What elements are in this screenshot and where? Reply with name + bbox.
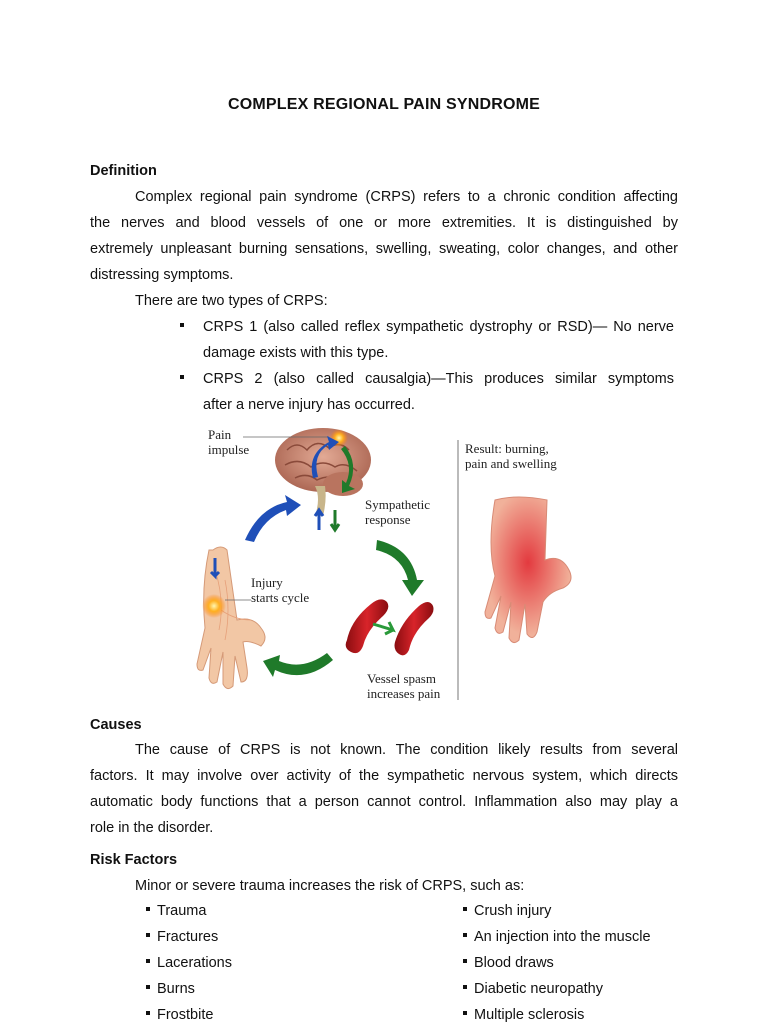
list-item: Fractures	[146, 924, 232, 950]
risk-factors-right-list: Crush injury An injection into the muscl…	[463, 898, 651, 1028]
vessel-spasm-label: Vessel spasm increases pain	[367, 671, 441, 701]
causes-line-2: factors. It may involve over activity of…	[90, 768, 678, 784]
risk-factors-intro: Minor or severe trauma increases the ris…	[135, 878, 525, 894]
bullet-icon	[180, 375, 184, 380]
blue-arrow-icon	[209, 558, 221, 580]
causes-line-4: role in the disorder.	[90, 820, 214, 836]
list-item: Trauma	[146, 898, 232, 924]
result-label: Result: burning, pain and swelling	[465, 441, 557, 471]
brain-illustration	[275, 428, 371, 516]
causes-line-1: The cause of CRPS is not known. The cond…	[135, 742, 678, 758]
bullet-icon	[180, 323, 184, 328]
types-list: CRPS 1 (also called reflex sympathetic d…	[180, 314, 674, 418]
list-item: CRPS 1 (also called reflex sympathetic d…	[180, 314, 674, 366]
definition-line-3: extremely unpleasant burning sensations,…	[90, 241, 678, 257]
crps-cycle-figure: Pain impulse Sympathetic response Injury…	[195, 420, 590, 705]
list-item: Burns	[146, 976, 232, 1002]
sympathetic-response-label: Sympathetic response	[365, 497, 430, 527]
bullet-icon	[146, 1011, 150, 1016]
blue-arrow-icon	[313, 507, 325, 530]
bullet-icon	[463, 959, 467, 964]
crps-cycle-illustration	[196, 428, 572, 700]
injury-point-icon	[202, 594, 226, 618]
bullet-icon	[463, 933, 467, 938]
list-item: Frostbite	[146, 1002, 232, 1028]
bullet-icon	[146, 985, 150, 990]
injured-hand-illustration	[196, 546, 266, 690]
list-item: Crush injury	[463, 898, 651, 924]
causes-line-3: automatic body functions that a person c…	[90, 794, 678, 810]
types-intro: There are two types of CRPS:	[135, 293, 328, 309]
green-arrow-icon	[329, 510, 341, 533]
bullet-icon	[463, 1011, 467, 1016]
list-item: CRPS 2 (also called causalgia)—This prod…	[180, 366, 674, 418]
definition-paragraph: Complex regional pain syndrome (CRPS) re…	[90, 184, 678, 314]
risk-factors-left-list: Trauma Fractures Lacerations Burns Frost…	[146, 898, 232, 1028]
bullet-icon	[463, 907, 467, 912]
risk-factors-heading: Risk Factors	[90, 852, 178, 868]
green-cycle-arrow-icon	[263, 653, 333, 677]
bullet-icon	[146, 907, 150, 912]
causes-paragraph: The cause of CRPS is not known. The cond…	[90, 737, 678, 841]
list-item: Lacerations	[146, 950, 232, 976]
bullet-icon	[463, 985, 467, 990]
list-item: Multiple sclerosis	[463, 1002, 651, 1028]
definition-line-4: distressing symptoms.	[90, 267, 234, 283]
pain-impulse-label: Pain impulse	[208, 427, 250, 457]
definition-line-2: the nerves and blood vessels of one or m…	[90, 215, 678, 231]
inflamed-hand-illustration	[484, 496, 572, 644]
injury-starts-cycle-label: Injury starts cycle	[251, 575, 310, 605]
blue-arrow-icon	[311, 436, 339, 478]
blue-cycle-arrow-icon	[245, 495, 301, 542]
list-item: Diabetic neuropathy	[463, 976, 651, 1002]
list-item: An injection into the muscle	[463, 924, 651, 950]
definition-line-1: Complex regional pain syndrome (CRPS) re…	[135, 189, 678, 205]
causes-heading: Causes	[90, 717, 142, 733]
list-item: Blood draws	[463, 950, 651, 976]
green-cycle-arrow-icon	[376, 540, 424, 596]
definition-heading: Definition	[90, 163, 157, 179]
bullet-icon	[146, 959, 150, 964]
blood-vessels-illustration	[345, 599, 434, 656]
page-title: COMPLEX REGIONAL PAIN SYNDROME	[227, 96, 541, 113]
bullet-icon	[146, 933, 150, 938]
